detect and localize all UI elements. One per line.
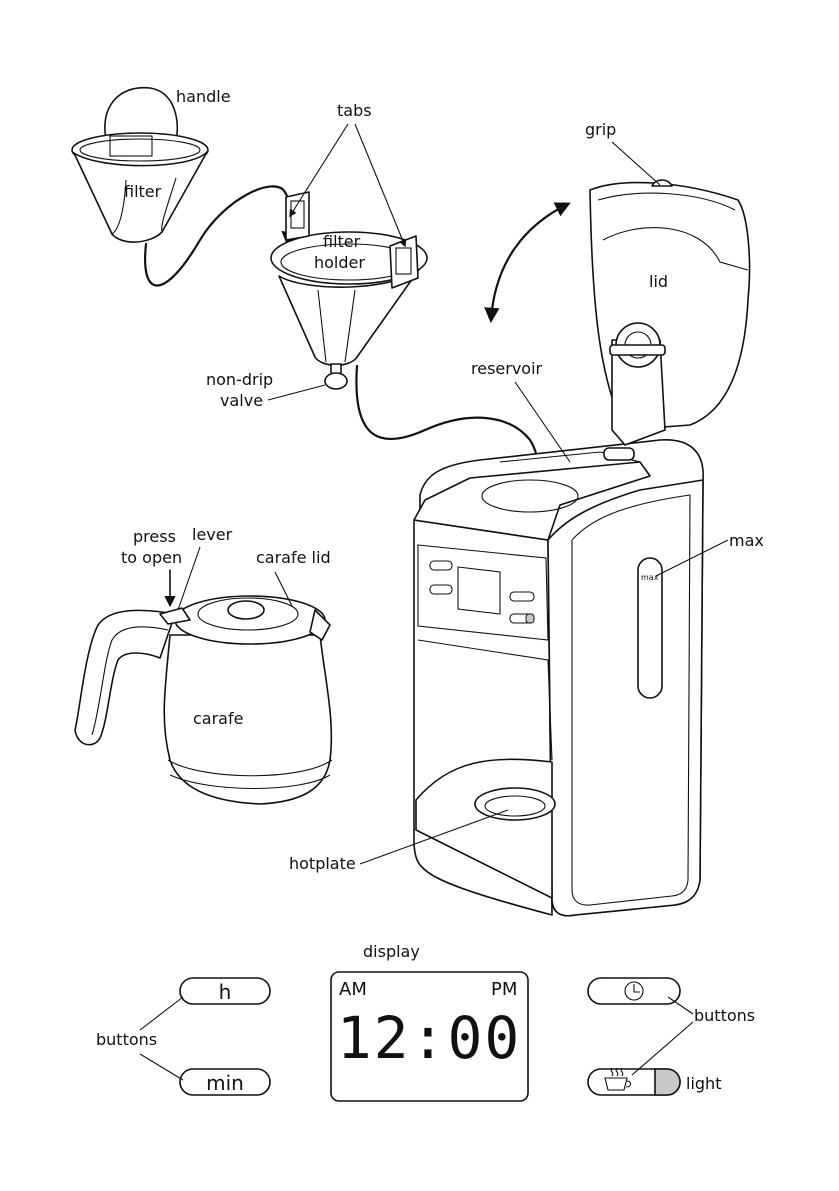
label-non-drip-1: non-drip: [206, 370, 273, 389]
am-indicator: AM: [339, 979, 367, 1000]
hour-button-label: h: [219, 980, 232, 1004]
hour-button[interactable]: h: [180, 978, 270, 1004]
coffee-machine: max: [414, 440, 703, 916]
paper-filter: [72, 88, 208, 242]
pm-indicator: PM: [491, 979, 517, 1000]
label-reservoir: reservoir: [471, 359, 543, 378]
label-tabs: tabs: [337, 101, 372, 120]
minute-button-label: min: [206, 1071, 244, 1095]
label-grip: grip: [585, 120, 616, 139]
label-press-2: to open: [121, 548, 182, 567]
label-lid: lid: [649, 272, 668, 291]
left-buttons-label: buttons: [96, 1030, 157, 1049]
right-buttons-label: buttons: [694, 1006, 755, 1025]
label-handle: handle: [176, 87, 231, 106]
max-mark: max: [641, 573, 659, 582]
label-hotplate: hotplate: [289, 854, 356, 873]
label-max: max: [729, 531, 764, 550]
display-caption: display: [363, 942, 420, 961]
carafe: [75, 596, 332, 804]
label-lever: lever: [192, 525, 233, 544]
lcd-display: AM PM 12:00: [331, 972, 528, 1101]
lid-rotation-arrow: [491, 204, 568, 320]
control-panel-closeup: display h min buttons AM PM 12:00: [96, 942, 755, 1101]
label-filter-holder-1: filter: [323, 232, 361, 251]
minute-button[interactable]: min: [180, 1069, 270, 1095]
label-filter-holder-2: holder: [314, 253, 365, 272]
filter-holder: [271, 192, 427, 389]
light-indicator: [655, 1069, 680, 1095]
label-carafe: carafe: [193, 709, 243, 728]
label-carafe-lid: carafe lid: [256, 548, 331, 567]
label-filter: filter: [124, 182, 162, 201]
clock-button[interactable]: [588, 978, 680, 1004]
label-non-drip-2: valve: [220, 391, 263, 410]
light-label: light: [686, 1074, 721, 1093]
lid: [590, 180, 750, 460]
time-readout: 12:00: [337, 1004, 522, 1072]
label-press-1: press: [133, 527, 176, 546]
